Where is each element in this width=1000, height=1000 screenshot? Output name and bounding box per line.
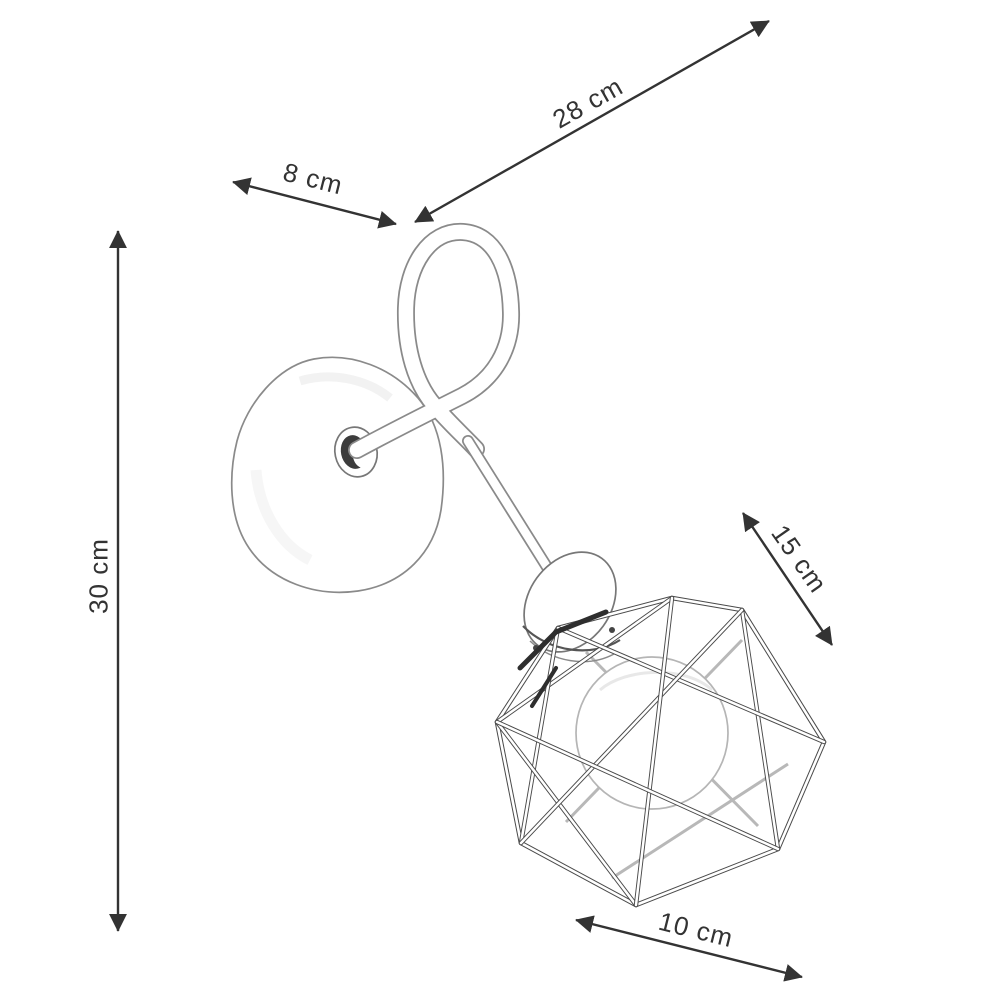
dimension-arrow-28cm [414, 19, 770, 224]
dimension-arrows [109, 19, 833, 982]
wire-cage-shade [494, 595, 827, 908]
dimension-arrow-8cm [232, 177, 397, 229]
dimension-arrow-15cm [742, 512, 833, 646]
arm-rod [462, 435, 558, 581]
bulb-holder [522, 551, 621, 663]
wall-plate [230, 356, 445, 594]
dimension-label-total-height: 30 cm [83, 538, 114, 614]
light-bulb [575, 656, 729, 810]
arm-loop [348, 223, 521, 459]
dimension-arrow-10cm [575, 915, 803, 982]
